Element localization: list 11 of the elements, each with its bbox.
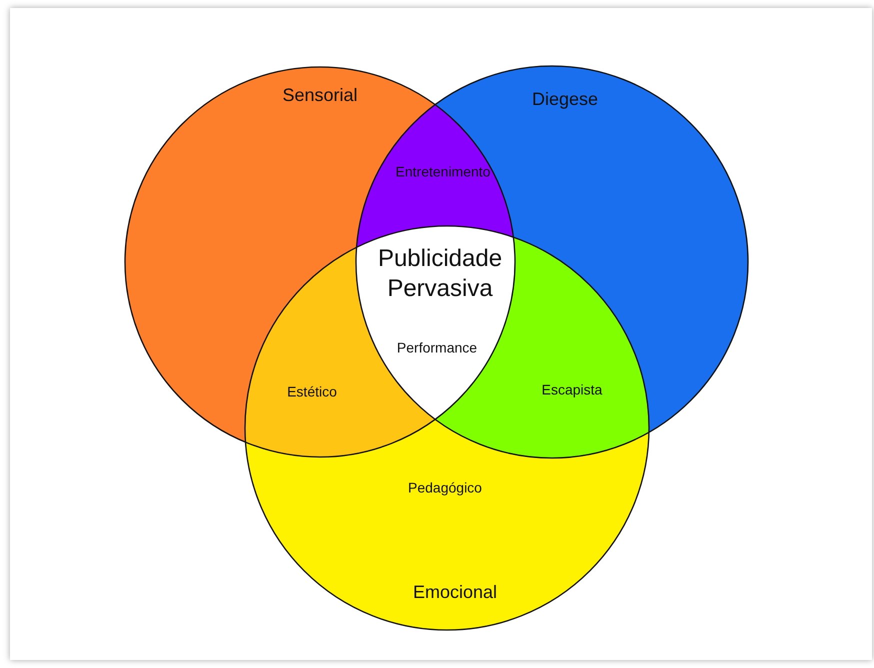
region-label: Escapista (540, 381, 604, 399)
region-label: Publicidade Pervasiva (376, 244, 504, 304)
region-label: Pedagógico (407, 479, 483, 497)
region-label: Sensorial (281, 84, 359, 106)
overlap-region (356, 104, 514, 248)
region-label: Emocional (412, 580, 498, 604)
region-label: Estético (286, 383, 338, 401)
region-label: Diegese (530, 88, 600, 110)
region-sublabel: Performance (396, 339, 478, 357)
region-label: Entretenimento (394, 163, 492, 181)
emocional-region (246, 420, 649, 630)
